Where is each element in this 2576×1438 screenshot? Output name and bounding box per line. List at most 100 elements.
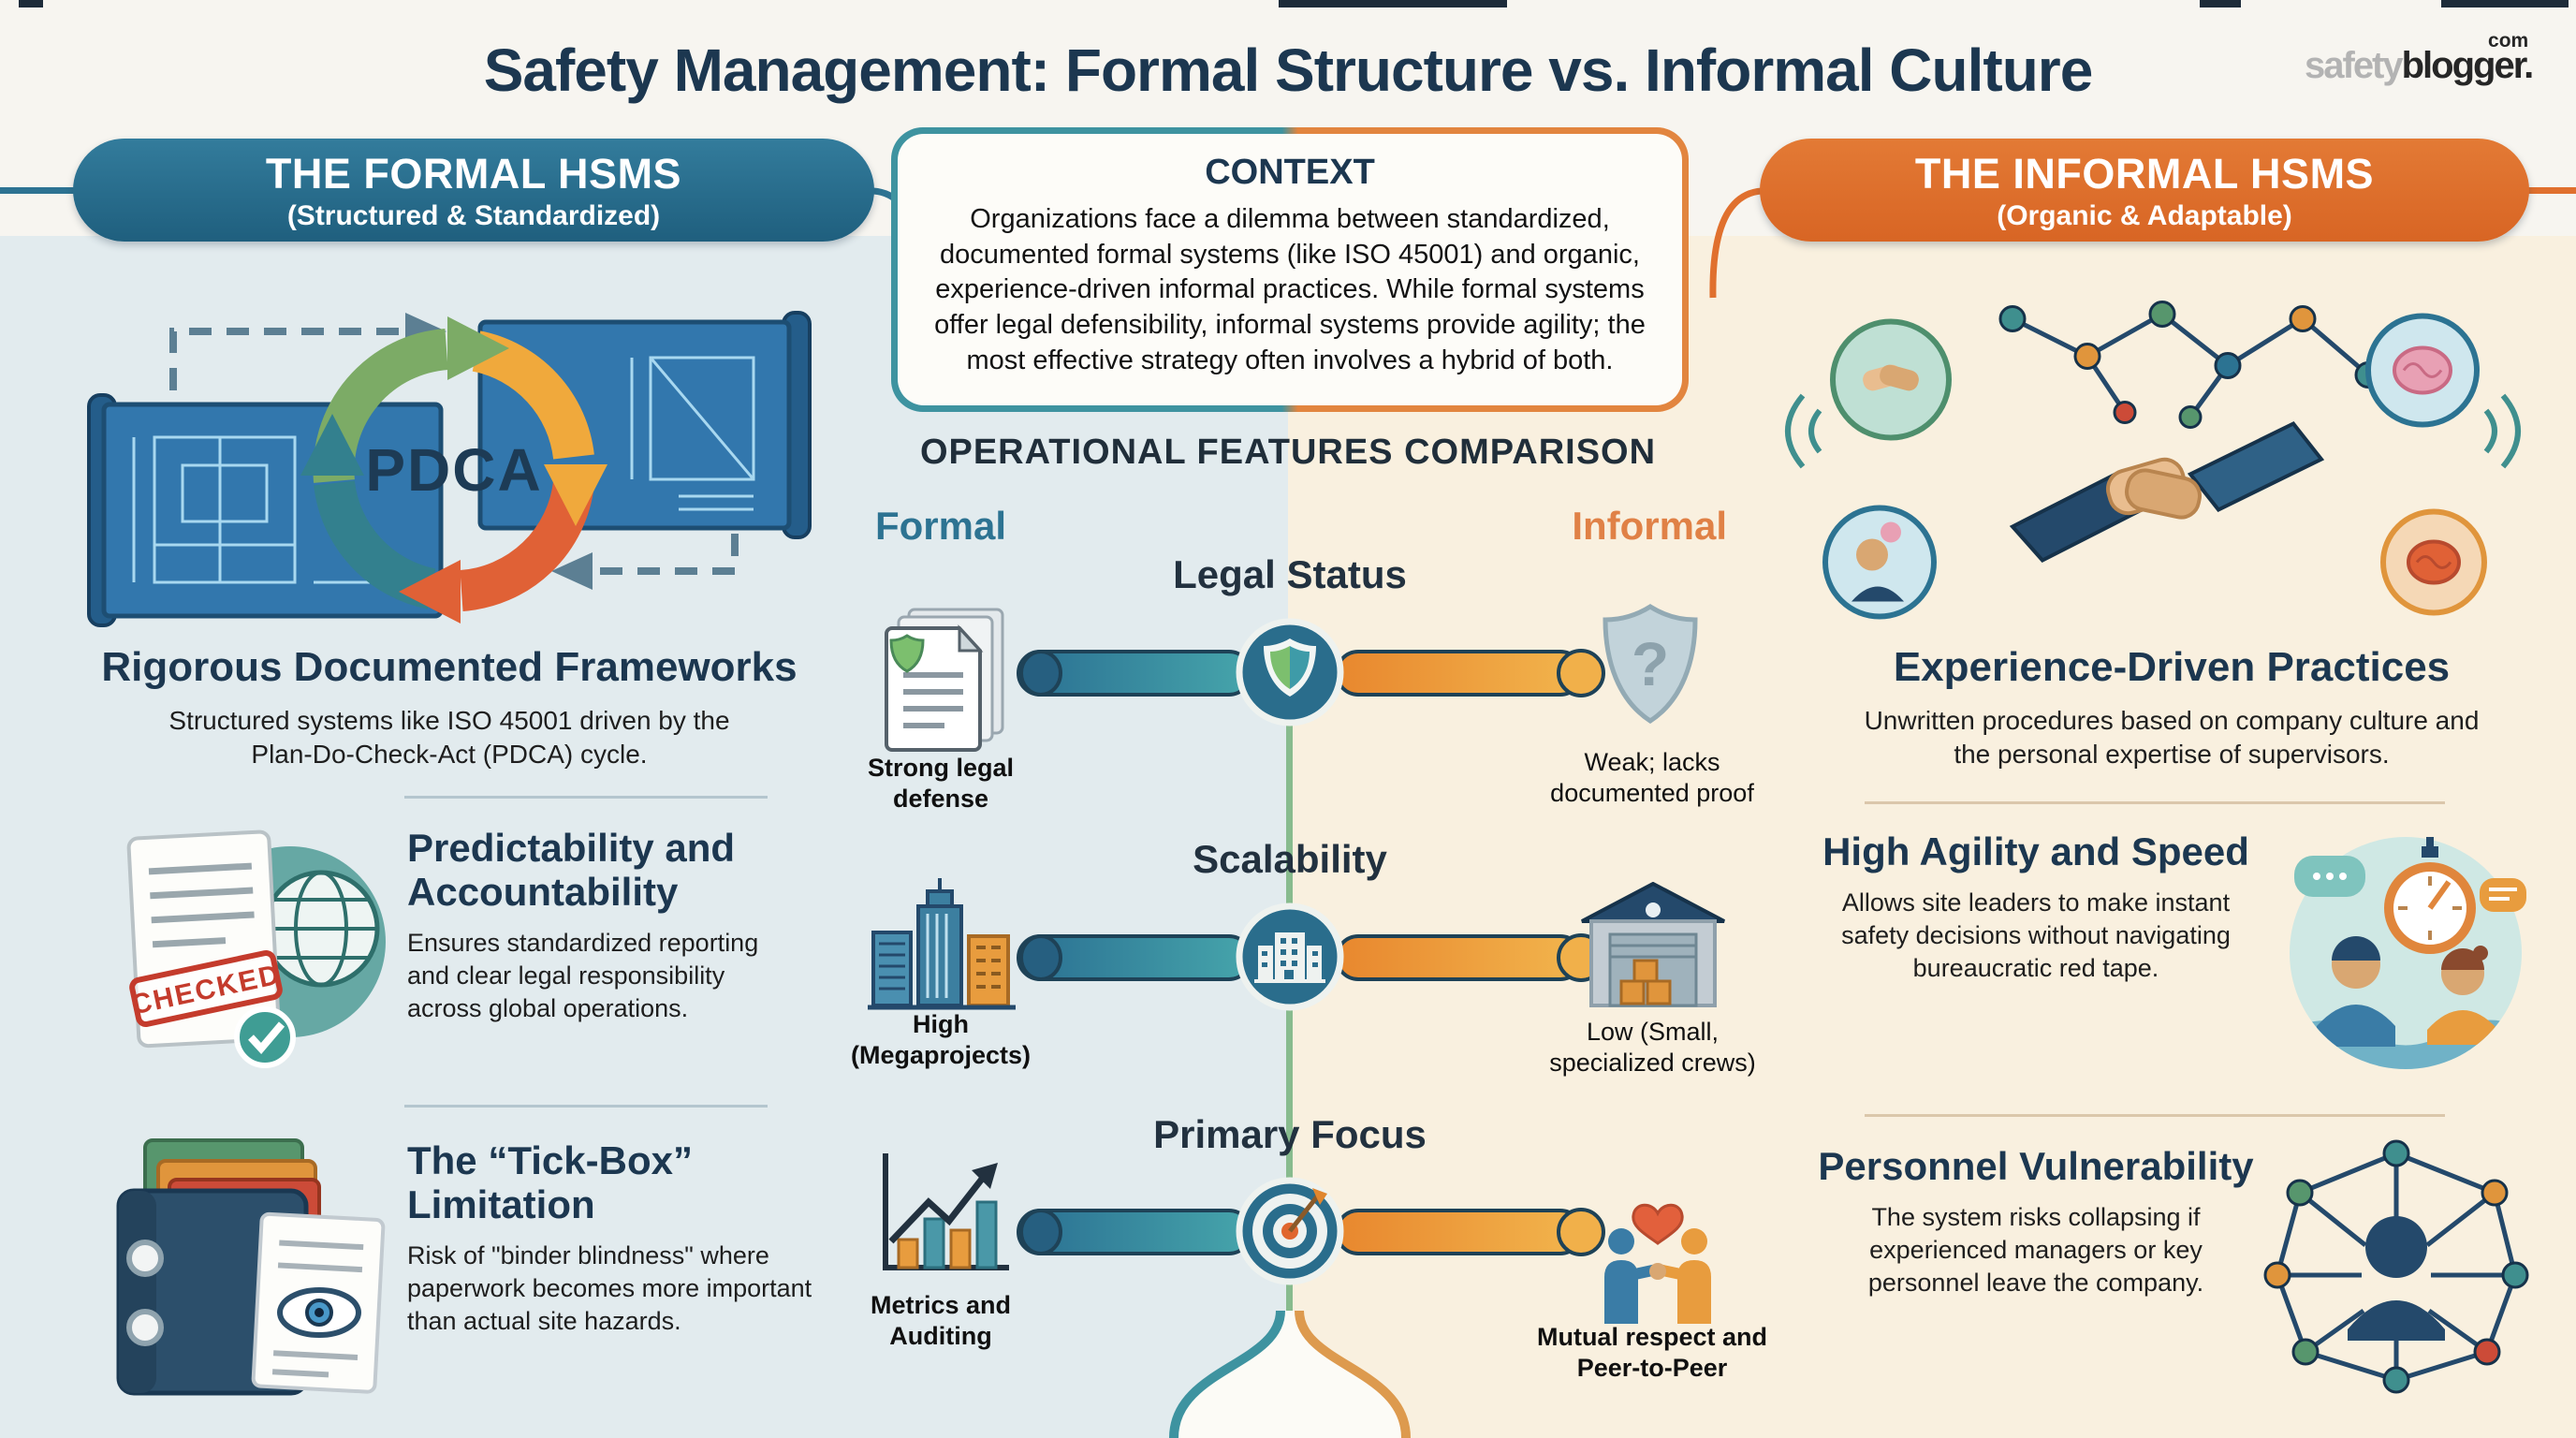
informal-banner-subtitle: (Organic & Adaptable): [1997, 200, 2292, 231]
handshake-badge-icon: [1830, 318, 1952, 441]
shield-glyph: [889, 634, 925, 673]
feature-title-primary-focus: Primary Focus: [1153, 1112, 1427, 1156]
informal-divider: [1865, 801, 2445, 804]
formal-divider: [404, 796, 768, 799]
formal-cell-legal: Strong legal defense: [867, 754, 1014, 813]
pdca-label: PDCA: [365, 436, 542, 504]
dart-fletching: [1312, 1188, 1327, 1205]
blueprint-right: [477, 311, 812, 539]
left-person-glyph: [2317, 936, 2395, 1047]
legal-documents-icon: [885, 608, 1004, 752]
heart-glyph: [1632, 1203, 1684, 1245]
person-silhouette-glyph: [2348, 1216, 2445, 1341]
informal-cell-scalability: Low (Small, specialized crews): [1549, 1018, 1756, 1077]
formal-banner-line: [0, 187, 77, 194]
right-person-glyph: [2427, 946, 2498, 1045]
dashed-arrowhead-left: [551, 552, 593, 590]
handshake-network-illustration: [1785, 301, 2521, 620]
section-body: The system risks collapsing if experienc…: [1867, 1203, 2204, 1298]
feature-title-scalability: Scalability: [1193, 837, 1387, 881]
target-circle-icon: [1236, 1177, 1344, 1285]
informal-intro-title: Experience-Driven Practices: [1893, 644, 2451, 690]
context-card-inner: CONTEXT Organizations face a dilemma bet…: [898, 134, 1682, 405]
informal-banner-title: THE INFORMAL HSMS: [1914, 150, 2375, 198]
checked-document-icon: CHECKED: [126, 829, 386, 1068]
formal-divider: [404, 1105, 768, 1108]
network-ring-nodes: [2263, 1139, 2529, 1394]
legal-status-bars: [1017, 649, 1605, 697]
context-card: CONTEXT Organizations face a dilemma bet…: [891, 127, 1689, 412]
network-lines: [2011, 311, 2370, 418]
section-body: Risk of "binder blindness" where paperwo…: [407, 1241, 812, 1336]
agility-speed-icon: [2290, 837, 2526, 1069]
personnel-network-icon: [2263, 1139, 2529, 1394]
eye-glyph: [277, 1287, 361, 1338]
section-title: Personnel Vulnerability: [1818, 1144, 2254, 1188]
formal-banner-subtitle: (Structured & Standardized): [286, 200, 661, 231]
formal-intro-body: Structured systems like ISO 45001 driven…: [168, 706, 730, 770]
city-buildings-icon: [868, 878, 1016, 1010]
mutual-respect-people-icon: [1604, 1203, 1711, 1324]
informal-intro-body: Unwritten procedures based on company cu…: [1864, 706, 2480, 770]
section-title: The “Tick-Box” Limitation: [407, 1138, 693, 1227]
informal-section-personnel: Personnel Vulnerability The system risks…: [1811, 1144, 2261, 1299]
page-title: Safety Management: Formal Structure vs. …: [483, 37, 2094, 104]
informal-section-agility: High Agility and Speed Allows site leade…: [1811, 829, 2261, 985]
section-body: Allows site leaders to make instant safe…: [1841, 888, 2231, 983]
formal-cell-focus: Metrics and Auditing: [870, 1291, 1012, 1350]
informal-banner: THE INFORMAL HSMS (Organic & Adaptable): [1760, 139, 2529, 242]
informal-banner-curve: [1709, 187, 1762, 299]
hybrid-merge-funnel: [1169, 1311, 1411, 1438]
question-mark-glyph: ?: [1632, 629, 1669, 698]
section-title: Predictability and Accountability: [407, 826, 736, 915]
context-title: CONTEXT: [1205, 153, 1375, 192]
informal-cell-focus: Mutual respect and Peer-to-Peer: [1536, 1323, 1768, 1382]
formal-intro-title: Rigorous Documented Frameworks: [101, 644, 798, 690]
stopwatch-glyph: [2384, 837, 2476, 954]
metrics-chart-icon: [883, 1153, 1009, 1270]
top-edge-mark: [19, 0, 43, 7]
informal-divider: [1865, 1114, 2445, 1117]
shield-question-icon: ?: [1603, 604, 1698, 724]
context-body: Organizations face a dilemma between sta…: [934, 204, 1646, 375]
check-badge: [234, 1006, 296, 1068]
informal-column-label: Informal: [1572, 504, 1727, 548]
pdca-arrowhead-do: [544, 464, 607, 526]
building-circle-icon: [1236, 902, 1344, 1011]
formal-cell-scalability: High (Megaprojects): [850, 1010, 1032, 1069]
central-handshake-glyph: [2009, 420, 2325, 563]
dashed-arrow-lines: [169, 328, 739, 575]
feature-title-legal-status: Legal Status: [1173, 552, 1407, 596]
speech-bubbles-glyph: [2294, 856, 2526, 912]
formal-section-predictability: Predictability and Accountability Ensure…: [407, 826, 791, 1025]
brain-badge-icon: [2365, 313, 2480, 428]
top-edge-mark: [1279, 0, 1507, 7]
top-edge-mark: [2200, 0, 2241, 7]
comparison-title: OPERATIONAL FEATURES COMPARISON: [919, 433, 1657, 472]
section-title: High Agility and Speed: [1822, 829, 2249, 873]
informal-cell-legal: Weak; lacks documented proof: [1550, 748, 1754, 807]
pdca-arrowhead-check: [399, 560, 461, 624]
shield-circle-icon: [1236, 618, 1344, 726]
formal-banner-title: THE FORMAL HSMS: [265, 150, 682, 198]
formal-section-tickbox: The “Tick-Box” Limitation Risk of "binde…: [407, 1138, 833, 1338]
thinking-person-badge-icon: [1822, 505, 1937, 620]
pdca-blueprint-illustration: PDCA: [87, 311, 812, 627]
globe-glyph: [262, 870, 380, 988]
section-body: Ensures standardized reporting and clear…: [407, 929, 759, 1023]
logo-suffix: blogger.: [2401, 45, 2535, 86]
boxes-glyph: [1619, 959, 1672, 1005]
binder-eye-icon: [116, 1138, 386, 1396]
network-nodes: [1998, 301, 2382, 429]
brain-badge-orange-icon: [2380, 508, 2487, 616]
formal-banner: THE FORMAL HSMS (Structured & Standardiz…: [73, 139, 874, 242]
formal-column-label: Formal: [875, 504, 1007, 548]
informal-banner-line: [2525, 187, 2576, 194]
warehouse-icon: [1581, 882, 1725, 1007]
primary-focus-bars: [1017, 1208, 1605, 1256]
top-edge-mark: [2441, 0, 2569, 7]
signal-arcs: [1785, 393, 2521, 469]
logo-tld: com: [2488, 30, 2529, 51]
